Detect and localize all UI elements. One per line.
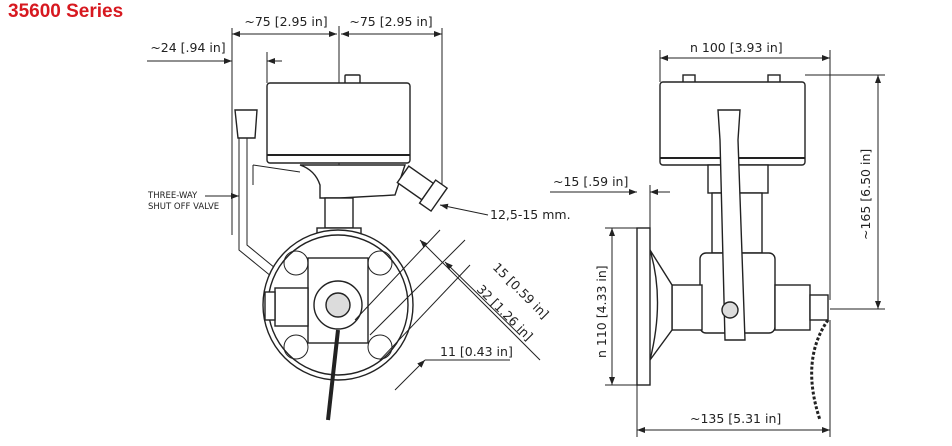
dim-width: n 100 [3.93 in] [690, 40, 783, 55]
valve-label-line2: SHUT OFF VALVE [148, 202, 219, 212]
dim-flange: n 110 [4.33 in] [594, 265, 609, 358]
cable-gland-label: 12,5-15 mm. [490, 207, 571, 222]
dim-depth: ~135 [5.31 in] [690, 411, 781, 426]
side-flange [636, 227, 651, 386]
side-view: n 100 [3.93 in] ~15 [.59 in] ~165 [6.50 … [550, 40, 885, 437]
dim-right-width: ~75 [2.95 in] [349, 14, 432, 29]
dim-height: ~165 [6.50 in] [858, 149, 873, 240]
dim-offset: ~15 [.59 in] [553, 174, 628, 189]
series-title: 35600 Series [8, 1, 124, 22]
valve-label-line1: THREE-WAY [147, 191, 198, 201]
actuator-housing [266, 82, 411, 164]
dim-11: 11 [0.43 in] [440, 344, 513, 359]
handle-knob [234, 109, 258, 139]
front-view: ~75 [2.95 in] ~75 [2.95 in] ~24 [.94 in]… [147, 14, 571, 421]
dim-left-width: ~75 [2.95 in] [244, 14, 327, 29]
dim-handle-offset: ~24 [.94 in] [150, 40, 225, 55]
side-handle [717, 109, 746, 341]
